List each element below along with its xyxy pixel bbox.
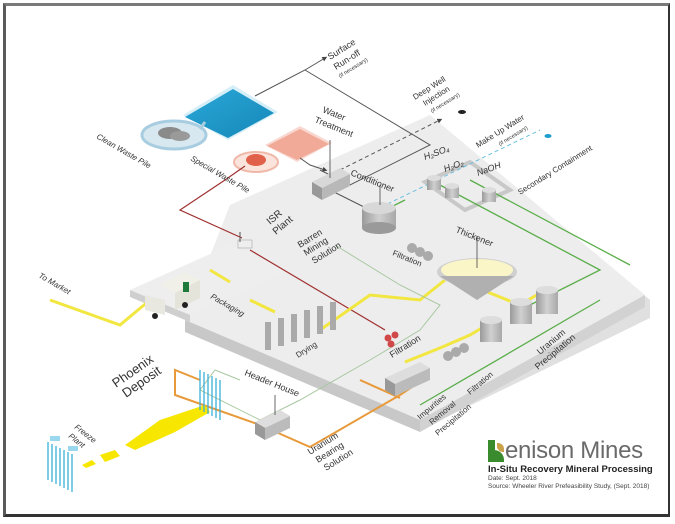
drying-units bbox=[265, 302, 336, 350]
conditioner-tank bbox=[362, 185, 396, 234]
reagent-tanks bbox=[427, 175, 496, 202]
filtration-units bbox=[384, 243, 469, 361]
impurities-removal-unit bbox=[385, 362, 430, 396]
precipitation-tanks bbox=[480, 286, 558, 342]
diagram-source: Source: Wheeler River Prefeasibility Stu… bbox=[488, 483, 650, 490]
company-logo-block: enison Mines In-Situ Recovery Mineral Pr… bbox=[488, 436, 668, 491]
red-flow-to-waste bbox=[178, 165, 246, 239]
label-secondary-containment: Secondary Containment bbox=[516, 143, 594, 197]
diagram-title: In-Situ Recovery Mineral Processing bbox=[488, 464, 653, 475]
clean-pond bbox=[183, 85, 278, 140]
clean-waste-pile bbox=[140, 119, 208, 151]
company-name: enison Mines bbox=[505, 437, 643, 464]
wells bbox=[199, 370, 221, 420]
freeze-plant bbox=[47, 436, 78, 492]
phoenix-deposit bbox=[82, 405, 210, 468]
header-house bbox=[255, 395, 290, 440]
label-to-market: To Market bbox=[37, 271, 73, 297]
water-treatment-unit bbox=[312, 140, 350, 200]
isr-plant-platform bbox=[185, 115, 650, 432]
special-waste-pile bbox=[233, 151, 279, 173]
deep-well-icon bbox=[458, 110, 466, 114]
company-logo: enison Mines bbox=[488, 436, 668, 464]
truck bbox=[145, 272, 200, 319]
thickener bbox=[437, 236, 517, 300]
diagram-date: Date: Sept. 2018 bbox=[488, 475, 537, 482]
makeup-water-icon bbox=[544, 134, 552, 138]
red-flow-filtration bbox=[249, 249, 386, 331]
denison-logo-icon bbox=[488, 440, 504, 462]
makeup-water-line bbox=[374, 129, 541, 211]
special-pond bbox=[265, 126, 332, 162]
forklift bbox=[237, 232, 253, 249]
